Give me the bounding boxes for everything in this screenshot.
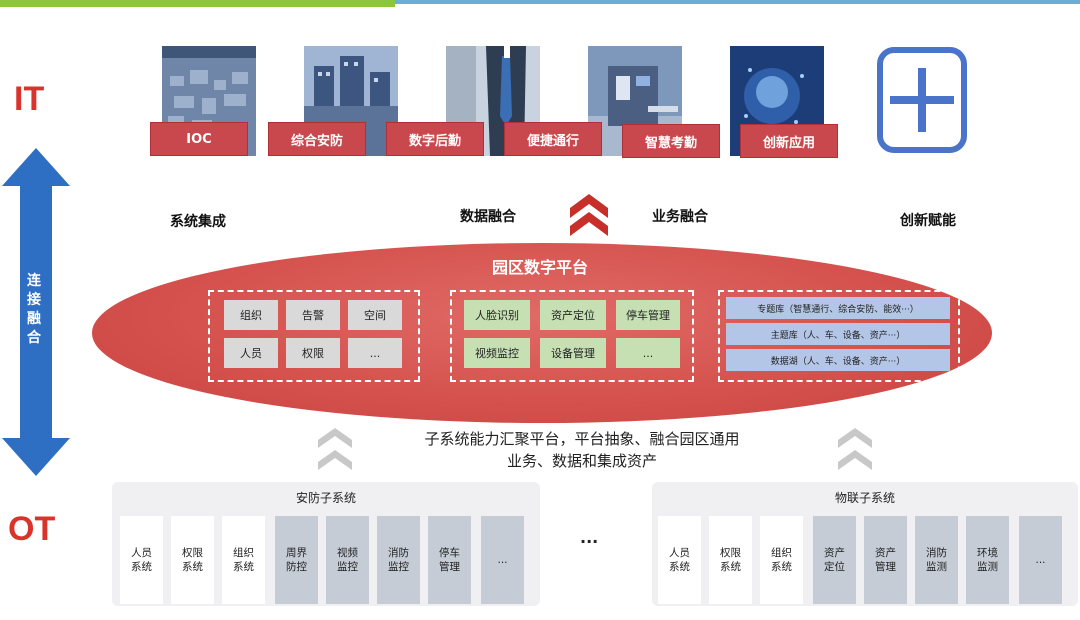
subsystem-label: 权限系统: [182, 547, 203, 573]
subsystems-ellipsis: ...: [580, 528, 599, 547]
description-line: 子系统能力汇聚平台，平台抽象、融合园区通用: [424, 430, 740, 448]
app-tag-label: 创新应用: [762, 135, 815, 151]
it-label: IT: [14, 80, 45, 118]
capability-group-basic: [208, 290, 420, 382]
capability-cell: 告警: [286, 300, 340, 330]
app-tag-access: 便捷通行: [504, 122, 602, 156]
app-tag-attendance: 智慧考勤: [622, 124, 720, 158]
capability-cell: 设备管理: [540, 338, 606, 368]
subsystem-item: 停车管理: [428, 516, 471, 604]
subsystem-label: 停车管理: [439, 547, 460, 573]
app-tag-label: 综合安防: [290, 133, 343, 149]
caption-business-fusion: 业务融合: [652, 209, 708, 225]
platform-description: 子系统能力汇聚平台，平台抽象、融合园区通用 业务、数据和集成资产: [372, 428, 792, 472]
app-tag-label: 智慧考勤: [644, 135, 697, 151]
subsystem-item: 环境监测: [966, 516, 1009, 604]
subsystem-item: 资产管理: [864, 516, 907, 604]
subsystem-item: ...: [1019, 516, 1062, 604]
city-aerial-image: [162, 46, 256, 156]
top-accent-bar-green: [0, 0, 395, 7]
subsystem-label: 消防监控: [388, 547, 409, 573]
app-tag-security: 综合安防: [268, 122, 366, 156]
capability-cell: 视频监控: [464, 338, 530, 368]
app-tag-logistics: 数字后勤: [386, 122, 484, 156]
capability-cell: 组织: [224, 300, 278, 330]
subsystem-item: 消防监控: [377, 516, 420, 604]
subsystem-label: 权限系统: [720, 547, 741, 573]
subsystem-item: 组织系统: [760, 516, 803, 604]
platform-title: 园区数字平台: [491, 258, 588, 277]
data-library-group: [718, 290, 960, 382]
arrow-char: 接: [27, 292, 41, 308]
capability-cell: 人员: [224, 338, 278, 368]
iot-subsystem-title: 物联子系统: [834, 491, 895, 505]
app-tag-label: 便捷通行: [526, 133, 579, 149]
capability-cell: ...: [348, 338, 402, 368]
subsystem-item: 周界防控: [275, 516, 318, 604]
subsystem-item: 权限系统: [709, 516, 752, 604]
chevron-up-icon: [838, 428, 872, 470]
subsystem-label: 资产管理: [875, 547, 896, 573]
subsystem-label: 组织系统: [771, 547, 792, 573]
app-tag-innovation: 创新应用: [740, 124, 838, 158]
caption-data-fusion: 数据融合: [460, 209, 516, 225]
app-tag-ioc: IOC: [150, 122, 248, 156]
caption-system-integration: 系统集成: [170, 214, 226, 230]
subsystem-item: 人员系统: [120, 516, 163, 604]
double-arrow-icon: [2, 148, 70, 476]
arrow-char: 融: [27, 311, 41, 327]
security-subsystem-title: 安防子系统: [295, 491, 356, 505]
capability-cell: 空间: [348, 300, 402, 330]
data-library-row: 主题库（人、车、设备、资产···）: [726, 323, 950, 345]
capability-cell: 停车管理: [616, 300, 680, 330]
subsystem-label: 组织系统: [233, 547, 254, 573]
app-tag-label: IOC: [186, 131, 212, 147]
subsystem-item: 人员系统: [658, 516, 701, 604]
connect-fuse-label: 连 接 融 合: [24, 272, 44, 348]
arrow-char: 连: [27, 273, 41, 289]
subsystem-label: 环境监测: [977, 547, 998, 573]
subsystem-label: 人员系统: [669, 547, 690, 573]
data-library-row: 专题库（智慧通行、综合安防、能效···）: [726, 297, 950, 319]
subsystem-label: ...: [1035, 554, 1046, 566]
arrow-char: 合: [27, 330, 41, 346]
subsystem-item: 视频监控: [326, 516, 369, 604]
caption-innovation: 创新赋能: [900, 213, 956, 229]
subsystem-item: 权限系统: [171, 516, 214, 604]
subsystem-item: 消防监测: [915, 516, 958, 604]
subsystem-label: ...: [497, 554, 508, 566]
subsystem-label: 资产定位: [824, 547, 845, 573]
plus-icon: [877, 47, 967, 153]
subsystem-label: 视频监控: [337, 547, 358, 573]
capability-cell: ...: [616, 338, 680, 368]
capability-cell: 资产定位: [540, 300, 606, 330]
chevron-up-icon: [570, 194, 608, 236]
subsystem-label: 周界防控: [286, 547, 307, 573]
capability-cell: 人脸识别: [464, 300, 530, 330]
chevron-up-icon: [318, 428, 352, 470]
subsystem-item: 资产定位: [813, 516, 856, 604]
data-library-row: 数据湖（人、车、设备、资产···）: [726, 349, 950, 371]
capability-cell: 权限: [286, 338, 340, 368]
subsystem-item: ...: [481, 516, 524, 604]
capability-group-business: [450, 290, 694, 382]
top-accent-bar-blue: [395, 0, 1080, 4]
subsystem-item: 组织系统: [222, 516, 265, 604]
subsystem-label: 消防监测: [926, 547, 947, 573]
description-line: 业务、数据和集成资产: [506, 452, 657, 470]
ot-label: OT: [8, 510, 56, 548]
subsystem-label: 人员系统: [131, 547, 152, 573]
app-tag-label: 数字后勤: [408, 133, 461, 149]
